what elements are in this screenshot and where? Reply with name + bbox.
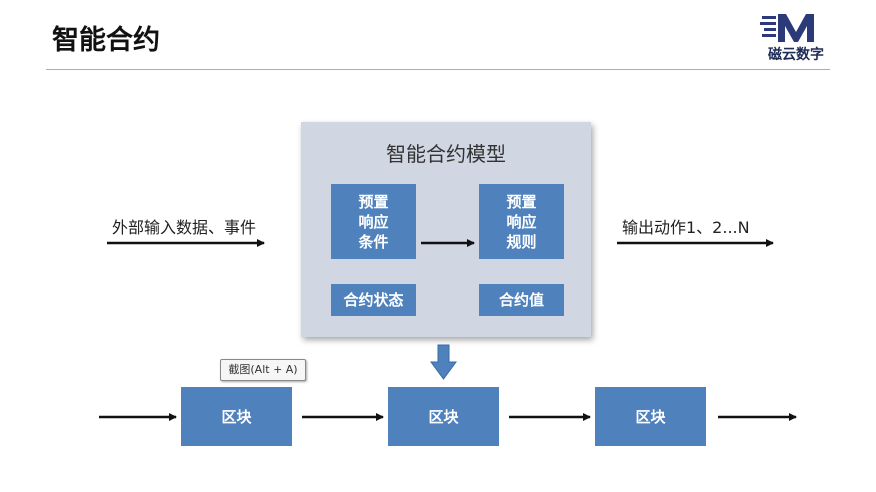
input-label: 外部输入数据、事件 (112, 218, 257, 237)
preset-rules-line: 规则 (506, 232, 537, 251)
block-box: 区块 (181, 387, 292, 446)
preset-rules-line: 响应 (506, 212, 537, 231)
down-arrow-icon (430, 344, 457, 380)
preset-rules-line: 预置 (506, 192, 537, 211)
preset-conditions-line: 条件 (358, 232, 389, 251)
output-label: 输出动作1、2...N (622, 218, 750, 237)
contract-state-box: 合约状态 (331, 284, 416, 316)
preset-conditions-line: 预置 (358, 192, 389, 211)
page-title: 智能合约 (52, 25, 160, 56)
preset-conditions-box: 预置 响应 条件 (331, 184, 416, 259)
preset-conditions-line: 响应 (358, 212, 389, 231)
screenshot-tooltip: 截图(Alt + A) (220, 359, 306, 381)
block-box: 区块 (595, 387, 706, 446)
company-logo-icon (760, 14, 814, 42)
preset-rules-box: 预置 响应 规则 (479, 184, 564, 259)
header-divider (46, 69, 830, 70)
logo-text: 磁云数字 (768, 47, 824, 63)
contract-value-box: 合约值 (479, 284, 564, 316)
model-title: 智能合约模型 (386, 142, 506, 166)
block-box: 区块 (388, 387, 499, 446)
